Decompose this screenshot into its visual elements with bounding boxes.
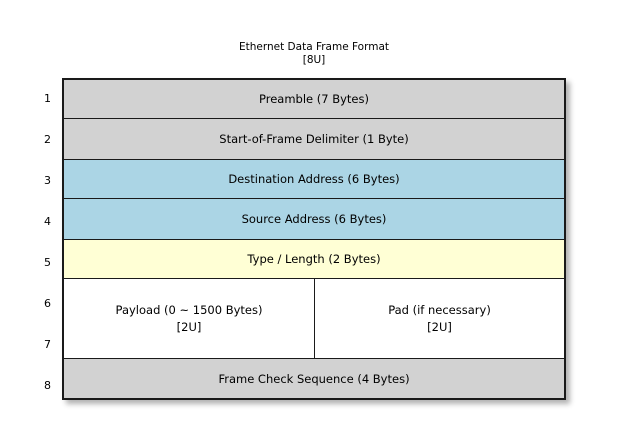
frame-field-payload-pad-row: Payload (0 ~ 1500 Bytes) [2U] Pad (if ne… [64,279,564,360]
frame-field-payload: Payload (0 ~ 1500 Bytes) [2U] [64,279,315,359]
ethernet-frame-table: Preamble (7 Bytes) Start-of-Frame Delimi… [62,78,566,400]
frame-field-source-address: Source Address (6 Bytes) [64,198,564,240]
payload-sublabel: [2U] [176,319,202,334]
pad-sublabel: [2U] [427,319,452,334]
row-number-2: 2 [44,132,51,146]
page-title: Ethernet Data Frame Format [238,41,390,53]
frame-field-destination-address: Destination Address (6 Bytes) [64,159,564,199]
row-number-8: 8 [44,378,51,392]
diagram-subtitle: [8U] [302,54,326,66]
frame-field-type-length: Type / Length (2 Bytes) [64,239,564,280]
diagram-title-block: Ethernet Data Frame Format [8U] [62,40,566,67]
frame-field-preamble: Preamble (7 Bytes) [64,80,564,119]
frame-field-frame-check-sequence: Frame Check Sequence (4 Bytes) [64,359,564,398]
row-number-5: 5 [44,256,51,269]
frame-field-pad: Pad (if necessary) [2U] [315,279,564,358]
row-number-6: 6 [44,297,51,310]
frame-field-start-of-frame-delimiter: Start-of-Frame Delimiter (1 Byte) [64,118,564,160]
row-number-1: 1 [44,91,51,105]
pad-label: Pad (if necessary) [388,302,491,317]
row-number-7: 7 [44,338,51,351]
row-number-gutter: 1 2 3 4 5 6 7 8 [24,78,58,400]
row-number-4: 4 [44,214,51,228]
row-number-3: 3 [44,173,51,187]
payload-label: Payload (0 ~ 1500 Bytes) [115,302,263,317]
